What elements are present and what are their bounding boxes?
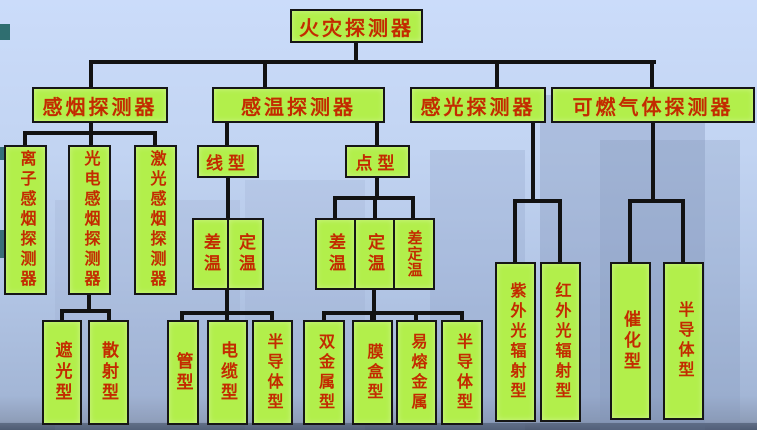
connector-line <box>354 43 358 62</box>
connector-line <box>225 123 229 147</box>
node-gas-detector: 可燃气体探测器 <box>551 87 755 123</box>
node-label: 半导体型 <box>675 301 693 381</box>
node-point-fixed-temp: 定温 <box>354 218 395 290</box>
node-point-differential-fixed-temp: 差定温 <box>393 218 435 290</box>
node-label: 离子感烟探测器 <box>17 150 35 290</box>
connector-line <box>89 131 93 147</box>
node-line-semiconductor-type: 半导体型 <box>252 320 293 425</box>
node-light-scattering-type: 散射型 <box>88 320 129 425</box>
connector-line <box>333 196 337 220</box>
node-label: 感烟探测器 <box>42 96 158 119</box>
node-label: 火灾探测器 <box>299 17 414 40</box>
background-photo-fragment <box>0 24 10 40</box>
connector-line <box>87 295 91 311</box>
connector-line <box>89 60 656 64</box>
connector-line <box>370 311 374 322</box>
node-label: 定温 <box>236 233 255 275</box>
node-catalytic-type: 催化型 <box>610 262 651 420</box>
node-point-type: 点型 <box>345 145 410 178</box>
connector-line <box>650 60 654 87</box>
connector-line <box>375 178 379 198</box>
node-label: 光电感烟探测器 <box>81 150 99 290</box>
node-line-differential-temp: 差温 <box>192 218 229 290</box>
connector-line <box>107 309 111 322</box>
node-label: 管型 <box>173 351 193 394</box>
node-bimetal-type: 双金属型 <box>303 320 345 425</box>
node-cable-type: 电缆型 <box>207 320 248 425</box>
node-label: 差温 <box>201 233 220 275</box>
connector-line <box>513 199 562 203</box>
node-label: 红外光辐射型 <box>552 282 570 402</box>
connector-line <box>373 196 377 220</box>
node-laser-smoke-detector: 激光感烟探测器 <box>134 145 177 295</box>
node-tube-type: 管型 <box>167 320 199 425</box>
node-fire-detector: 火灾探测器 <box>290 9 423 43</box>
node-gas-semiconductor-type: 半导体型 <box>663 262 704 420</box>
connector-line <box>322 311 464 315</box>
connector-line <box>225 290 229 320</box>
connector-line <box>628 199 632 262</box>
connector-line <box>558 199 562 262</box>
node-diaphragm-type: 膜盒型 <box>352 320 393 425</box>
connector-line <box>60 309 64 322</box>
node-label: 差定温 <box>405 230 423 278</box>
connector-line <box>180 311 184 322</box>
node-label: 遮光型 <box>52 341 72 404</box>
connector-line <box>414 311 418 322</box>
node-label: 激光感烟探测器 <box>147 150 165 290</box>
connector-line <box>89 60 93 87</box>
node-flame-detector: 感光探测器 <box>410 87 546 123</box>
node-smoke-detector: 感烟探测器 <box>32 87 168 123</box>
node-label: 半导体型 <box>264 332 282 413</box>
connector-line <box>411 196 415 220</box>
connector-line <box>60 309 111 313</box>
node-label: 紫外光辐射型 <box>507 282 525 402</box>
node-line-fixed-temp: 定温 <box>227 218 264 290</box>
connector-line <box>226 178 230 220</box>
connector-line <box>270 311 274 322</box>
connector-line <box>495 60 499 87</box>
node-label: 电缆型 <box>218 341 237 404</box>
connector-line <box>513 199 517 262</box>
connector-line <box>153 131 157 147</box>
node-heat-detector: 感温探测器 <box>212 87 385 123</box>
node-label: 催化型 <box>621 309 640 373</box>
node-label: 双金属型 <box>316 332 333 413</box>
node-label: 散射型 <box>99 341 118 404</box>
node-fusible-metal: 易熔金属 <box>396 320 437 425</box>
node-point-differential-temp: 差温 <box>315 218 356 290</box>
connector-line <box>628 199 685 203</box>
node-label: 点型 <box>355 154 400 173</box>
node-photoelectric-smoke-detector: 光电感烟探测器 <box>68 145 111 295</box>
node-label: 线型 <box>206 154 250 173</box>
node-light-blocking-type: 遮光型 <box>42 320 82 425</box>
connector-line <box>23 131 27 147</box>
connector-line <box>372 290 376 320</box>
connector-line <box>263 60 267 87</box>
node-point-semiconductor-type: 半导体型 <box>441 320 483 425</box>
connector-line <box>180 311 274 315</box>
connector-line <box>375 123 379 147</box>
connector-line <box>89 123 93 133</box>
node-label: 差温 <box>326 233 345 275</box>
node-label: 易熔金属 <box>408 332 426 413</box>
node-label: 膜盒型 <box>364 342 382 403</box>
connector-line <box>531 123 535 203</box>
connector-line <box>322 311 326 322</box>
node-label: 感温探测器 <box>241 96 356 119</box>
node-ion-smoke-detector: 离子感烟探测器 <box>4 145 47 295</box>
node-label: 半导体型 <box>454 332 471 413</box>
node-ir-radiation-type: 红外光辐射型 <box>540 262 581 422</box>
connector-line <box>651 123 655 203</box>
node-line-type: 线型 <box>197 145 259 178</box>
node-uv-radiation-type: 紫外光辐射型 <box>495 262 536 422</box>
node-label: 定温 <box>365 233 384 275</box>
connector-line <box>681 199 685 262</box>
connector-line <box>460 311 464 322</box>
node-label: 可燃气体探测器 <box>572 96 734 119</box>
node-label: 感光探测器 <box>420 96 536 119</box>
